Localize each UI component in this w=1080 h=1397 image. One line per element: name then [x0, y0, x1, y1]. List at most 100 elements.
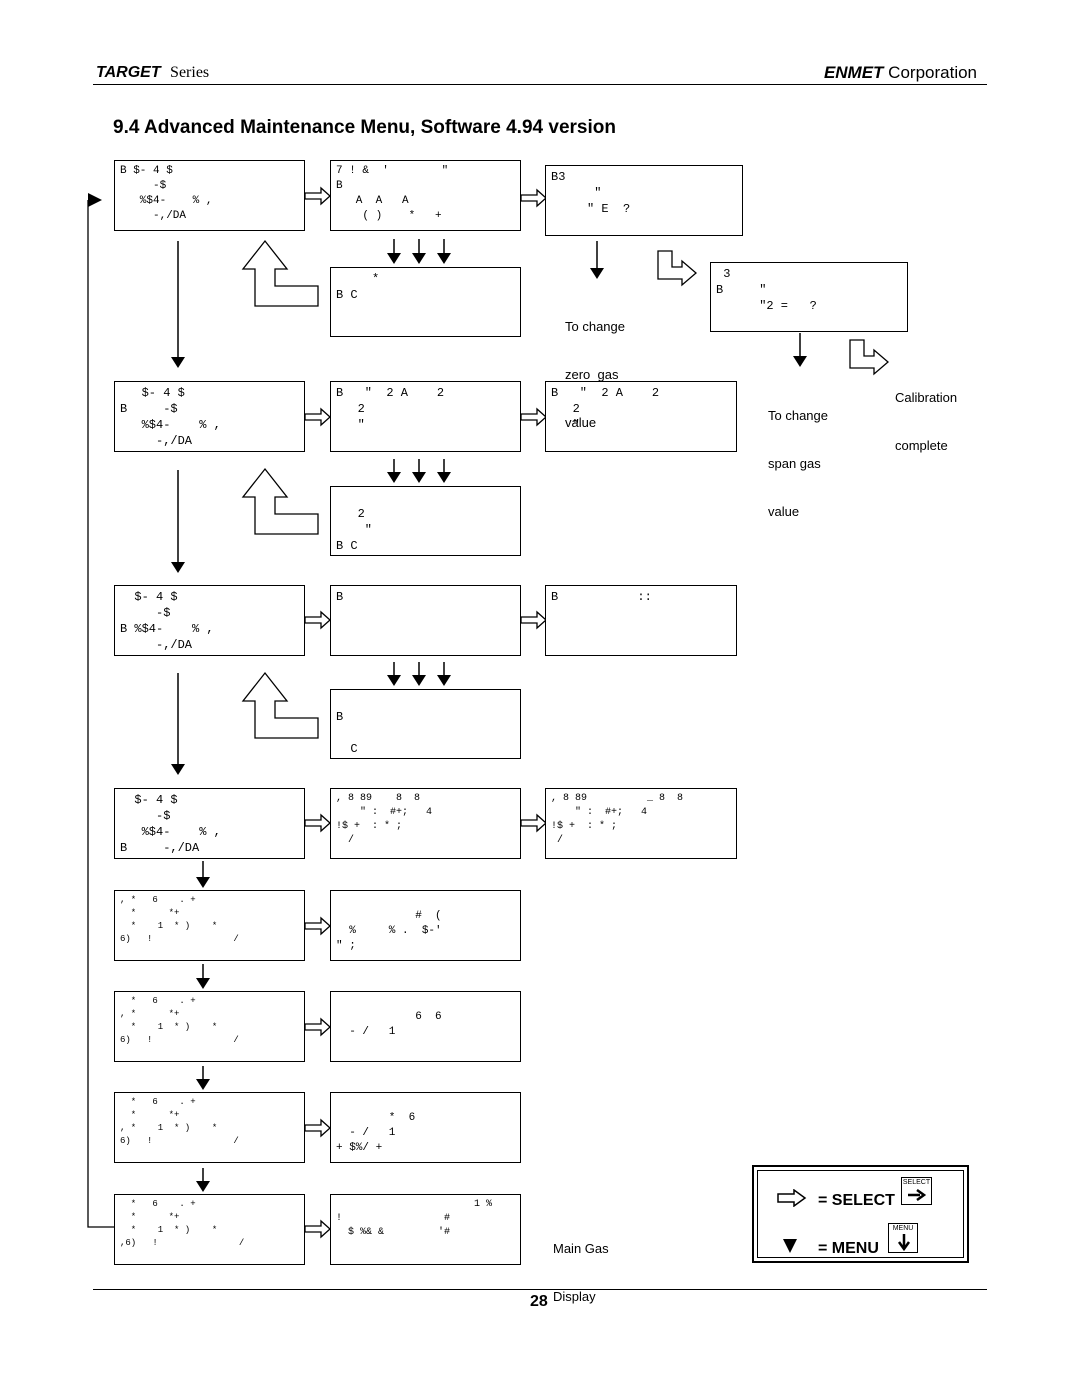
screen-line: , * 6 . + [120, 895, 196, 905]
screen-line: ! # [336, 1213, 451, 1224]
menu-arrow-icon [196, 1181, 210, 1192]
key-legend: = SELECT SELECT = MENU MENU [752, 1165, 969, 1263]
menu-arrow-icon [793, 356, 807, 367]
label-span-gas: To change span gas value [768, 408, 828, 519]
screen-line: # ( [336, 910, 442, 922]
screen-line: B [336, 180, 343, 192]
screen-line: B " [716, 283, 767, 297]
series-brand: TARGET [96, 64, 161, 81]
screen-line: * 6 . + [120, 996, 196, 1006]
screen-line: !$ + : * ; [336, 821, 403, 832]
screen-line: - / 1 [336, 1026, 396, 1038]
select-arrow-icon [520, 610, 547, 630]
screen-line: " : #+; 4 [551, 807, 648, 818]
corp-word: Corporation [888, 63, 977, 82]
screen-line: -,/DA [120, 638, 193, 652]
bend-arrow-icon [849, 339, 889, 376]
menu-arrow-icon [412, 675, 426, 686]
screen-line: , 8 89 8 8 [336, 793, 421, 804]
screen-line: -$ [120, 809, 171, 823]
screen-line: B :: [551, 590, 652, 604]
menu-screen-r2c: B " 2 A 2 2 " [545, 381, 737, 452]
menu-screen-r3a: $- 4 $ -$B %$4- % , -,/DA [114, 585, 305, 656]
screen-line: , * 1 * ) * [120, 1123, 218, 1133]
screen-line: 1 % [336, 1199, 493, 1210]
screen-line: B [336, 590, 344, 604]
menu-screen-r2a: $- 4 $B -$ %$4- % , -,/DA [114, 381, 305, 452]
screen-line: $- 4 $ [120, 590, 178, 604]
screen-line: 2 [551, 402, 580, 416]
bend-arrow-icon [657, 250, 697, 287]
menu-screen-r1c: B3 " " E ? [545, 165, 743, 236]
screen-line: , 8 89 _ 8 8 [551, 793, 684, 804]
screen-line: * 1 * ) * [120, 921, 218, 931]
menu-screen-r6b: 6 6 - / 1 [330, 991, 521, 1062]
menu-screen-r8a: * 6 . + * *+ * 1 * ) * ,6) ! / [114, 1194, 305, 1265]
screen-line: $- 4 $ [120, 793, 178, 807]
label-zero-gas: To change zero gas value [565, 319, 625, 430]
screen-line: ,6) ! / [120, 1238, 245, 1248]
screen-line: "2 = ? [716, 299, 817, 313]
select-key-icon: SELECT [901, 1177, 932, 1205]
return-arrow-icon [241, 671, 319, 739]
corp-brand: ENMET [823, 63, 884, 82]
series-word: Series [170, 64, 210, 81]
select-arrow-icon [304, 813, 331, 833]
menu-arrow-icon [387, 675, 401, 686]
corporation-header: ENMET Corporation [824, 63, 977, 83]
menu-screen-r4c: , 8 89 _ 8 8 " : #+; 4 !$ + : * ; / [545, 788, 737, 859]
screen-line: 6) ! / [120, 934, 239, 944]
menu-key-icon: MENU [888, 1223, 918, 1253]
select-arrow-icon [304, 610, 331, 630]
menu-arrow-icon [412, 472, 426, 483]
menu-arrow-icon [387, 472, 401, 483]
screen-line: -,/DA [120, 434, 193, 448]
page-number: 28 [530, 1293, 548, 1310]
menu-screen-r1e: 3 B " "2 = ? [710, 262, 908, 332]
screen-line: " ; [336, 940, 356, 952]
footer-rule [93, 1289, 987, 1290]
screen-line: * 1 * ) * [120, 1225, 218, 1235]
menu-screen-r7a: * 6 . + * *+, * 1 * ) *6) ! / [114, 1092, 305, 1163]
screen-line: , * *+ [120, 1009, 180, 1019]
screen-line: * 6 . + [120, 1199, 196, 1209]
screen-line: * *+ [120, 1110, 180, 1120]
select-arrow-icon [304, 186, 331, 206]
screen-line: 7 ! & ' " [336, 165, 449, 177]
label-calibration-complete: Calibration complete [895, 390, 958, 453]
screen-line: " : #+; 4 [336, 807, 433, 818]
menu-arrow-icon [387, 253, 401, 264]
screen-line: ( ) * + [336, 210, 442, 222]
screen-line: " [336, 418, 365, 432]
menu-screen-r3d: B C [330, 689, 521, 759]
screen-line: / [551, 835, 564, 846]
screen-line: " [551, 186, 602, 200]
screen-line: C [336, 742, 358, 756]
screen-line: " [336, 523, 373, 537]
screen-line: " [551, 418, 580, 432]
screen-line: * [336, 272, 380, 286]
menu-screen-r8b: 1 % ! # $ %& & '# [330, 1194, 521, 1265]
screen-line: * *+ [120, 1212, 180, 1222]
screen-line: 2 [336, 402, 365, 416]
screen-line: $ %& & '# [336, 1227, 451, 1238]
screen-line: * 1 * ) * [120, 1022, 218, 1032]
select-arrow-icon [520, 813, 547, 833]
menu-screen-r2d: 2 "B C [330, 486, 521, 556]
screen-line: 3 [716, 267, 731, 281]
screen-line: B %$4- % , [120, 622, 214, 636]
screen-line: 6) ! / [120, 1035, 239, 1045]
screen-line: B C [336, 288, 358, 302]
screen-line: B " 2 A 2 [551, 386, 660, 400]
menu-screen-r3c: B :: [545, 585, 737, 656]
menu-arrow-icon [196, 877, 210, 888]
screen-line: !$ + : * ; [551, 821, 618, 832]
menu-arrow-icon [783, 1239, 797, 1253]
menu-arrow-icon [437, 253, 451, 264]
loop-back-arrow-icon [88, 193, 102, 207]
return-arrow-icon [241, 467, 319, 535]
menu-screen-r2b: B " 2 A 2 2 " [330, 381, 521, 452]
screen-line: B -$ [120, 402, 178, 416]
select-arrow-icon [304, 1219, 331, 1239]
